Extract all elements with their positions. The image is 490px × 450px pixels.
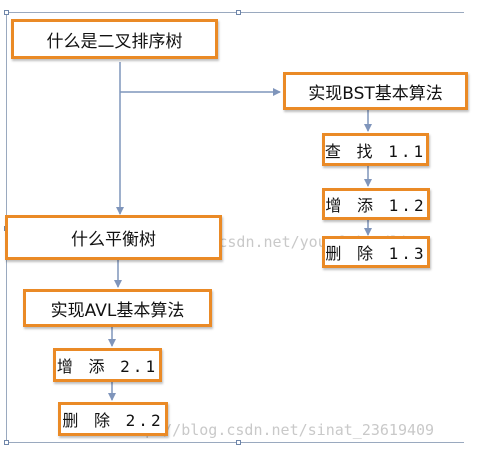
node-implement-bst[interactable]: 实现BST基本算法 [283, 72, 468, 110]
node-delete-2-2[interactable]: 删 除 2.2 [58, 402, 168, 436]
node-add-1-2[interactable]: 增 添 1.2 [322, 188, 430, 220]
resize-handle-top-left[interactable] [4, 10, 9, 15]
resize-handle-top-middle[interactable] [236, 10, 241, 15]
node-implement-avl[interactable]: 实现AVL基本算法 [23, 289, 212, 327]
node-what-is-avl[interactable]: 什么平衡树 [5, 215, 222, 260]
node-what-is-bst[interactable]: 什么是二叉排序树 [11, 19, 218, 59]
diagram-frame-bottom [6, 442, 464, 443]
watermark-bottom: http://blog.csdn.net/sinat_23619409 [118, 421, 435, 439]
node-delete-1-3[interactable]: 删 除 1.3 [322, 236, 430, 268]
node-add-2-1[interactable]: 增 添 2.1 [53, 348, 162, 382]
resize-handle-bottom-middle[interactable] [236, 440, 241, 445]
node-find-1-1[interactable]: 查 找 1.1 [322, 133, 429, 166]
resize-handle-bottom-left[interactable] [4, 440, 9, 445]
